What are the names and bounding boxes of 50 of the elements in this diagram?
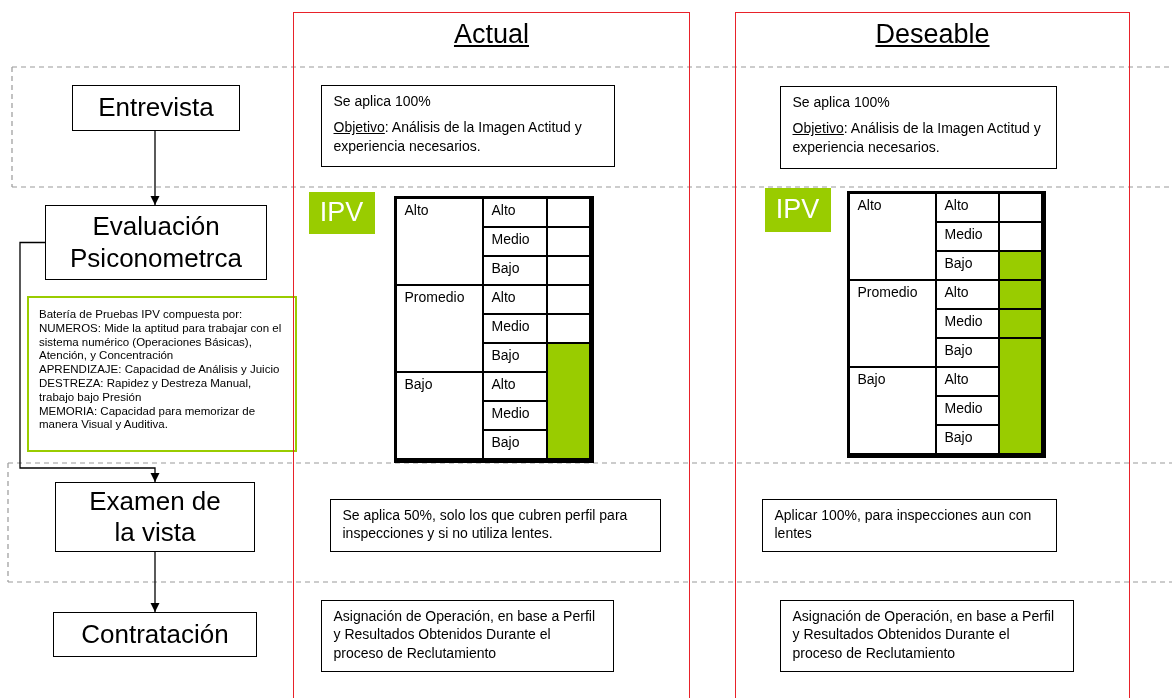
table-cell: Bajo [396,372,484,460]
note-box [320,599,614,672]
step-label: Contratación [81,618,229,651]
note-text: DESTREZA: Rapidez y Destreza Manual, trabajo bajo Presión [39,377,253,405]
table-cell: Alto [483,285,548,315]
note-text: APRENDIZAJE: Capacidad de Análisis y Juicio [39,363,281,377]
note-box [779,85,1057,169]
column-title: Deseable [874,19,991,50]
table-cell: Bajo [849,367,937,455]
column-frame [735,12,1130,698]
note-text: Asignación de Operación, en base a Perfil y Resultados Obtenidos Durante el proceso de Reclutamiento [333,606,596,664]
table-cell: Bajo [483,256,548,286]
note-text: NUMEROS: Mide la aptitud para trabajar con el sistema numérico (Operaciones Básicas), Atención, y Concentración [39,321,283,364]
arrow [150,551,160,613]
table-cell: Alto [396,198,484,286]
note-text: Se aplica 100% [792,92,891,112]
tag-label: IPV [308,191,375,234]
note-box [779,599,1074,672]
note-text: Batería de Pruebas IPV compuesta por: [39,308,244,322]
note-text: Aplicar 100%, para inspecciones aun con lentes [774,505,1033,544]
step-label: Examen de la vista [88,485,222,549]
process-box [53,612,257,657]
note-box [329,498,661,552]
arrow [150,130,160,206]
arrow [19,241,160,483]
process-box [72,85,240,131]
note-text: Objetivo: Análisis de la Imagen Actitud y experiencia necesarios. [333,118,583,157]
table-cell: Medio [483,227,548,257]
table-cell: Medio [936,222,1000,252]
step-label: Evaluación Psiconometrca [69,211,243,274]
table-cell: Alto [849,193,937,281]
note-text: Se aplica 50%, solo los que cubren perfil para inspecciones y si no utiliza lentes. [342,505,629,544]
description-box [27,296,297,452]
note-text: MEMORIA: Capacidad para memorizar de manera Visual y Auditiva. [39,404,257,433]
note-box [761,498,1057,552]
note-box [320,84,615,167]
table-cell: Promedio [849,280,937,368]
column-title: Actual [452,19,530,50]
note-text: Objetivo: Análisis de la Imagen Actitud y experiencia necesarios. [792,119,1042,158]
note-text: Se aplica 100% [333,91,432,111]
table-cell: Alto [936,193,1000,223]
column-frame [293,12,690,698]
step-label: Entrevista [98,92,214,124]
process-box [55,482,255,552]
table-cell: Alto [483,198,548,228]
table-cell: Medio [483,314,548,344]
tag-label: IPV [764,187,831,232]
table-cell: Promedio [396,285,484,373]
note-text: Asignación de Operación, en base a Perfil y Resultados Obtenidos Durante el proceso de Reclutamiento [792,606,1055,664]
process-box [45,205,267,280]
